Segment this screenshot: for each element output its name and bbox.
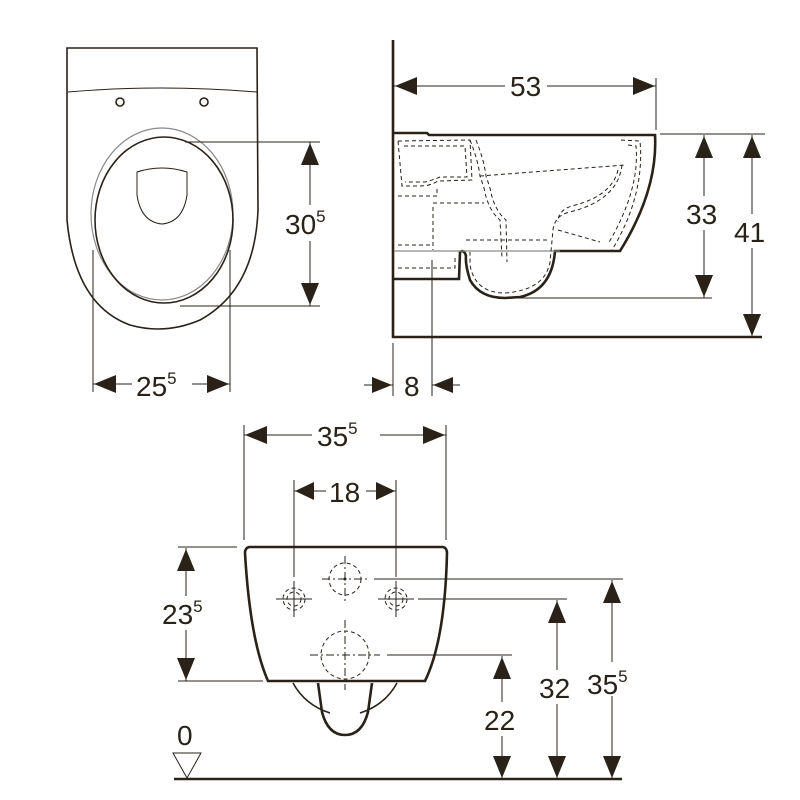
- bolt-hole-right-icon: [378, 581, 414, 617]
- dim-bolt-height: 32: [539, 673, 570, 704]
- dim-rear-width: 355: [317, 419, 358, 452]
- seat-opening: [94, 136, 234, 304]
- dim-depth: 53: [510, 71, 541, 102]
- hinge-hole-right-icon: [199, 97, 209, 107]
- arrow-down-icon: [493, 756, 511, 778]
- arrow-up-icon: [548, 601, 566, 623]
- arrow-right-icon: [207, 375, 229, 393]
- arrow-left-icon: [395, 77, 417, 95]
- dim-bowl-height: 33: [686, 199, 717, 230]
- toilet-top-outline: [66, 47, 259, 330]
- tank-edge: [67, 87, 258, 93]
- arrow-up-icon: [177, 549, 195, 571]
- arrow-up-icon: [695, 136, 713, 158]
- hidden-lines: [397, 139, 642, 294]
- arrow-up-icon: [603, 581, 621, 603]
- dim-body-height: 235: [162, 597, 203, 630]
- bowl-outlet: [136, 167, 188, 225]
- arrow-left-icon: [94, 375, 116, 393]
- arrow-up-icon: [301, 143, 319, 165]
- arrow-up-icon: [493, 657, 511, 679]
- rear-view: 355 18 235 22 32: [160, 418, 649, 781]
- arrow-down-icon: [743, 314, 761, 336]
- floor-level-triangle-icon: [172, 752, 202, 780]
- arrow-down-icon: [177, 658, 195, 680]
- dim-total-height: 41: [734, 217, 765, 248]
- waste-outlet-icon: [310, 620, 380, 690]
- arrow-down-icon: [301, 283, 319, 305]
- dim-seat-length: 305: [285, 207, 326, 240]
- dim-outlet-height: 22: [484, 705, 515, 736]
- arrow-down-icon: [695, 275, 713, 297]
- arrow-down-icon: [603, 756, 621, 778]
- toilet-rear-outline: [243, 545, 449, 683]
- dim-seat-width: 255: [136, 369, 177, 402]
- dim-wall-offset: 8: [404, 371, 420, 402]
- foot-left: [292, 682, 331, 714]
- floor-level-label: 0: [177, 720, 193, 751]
- side-view: 53 33 41 8: [364, 40, 772, 402]
- arrow-down-icon: [548, 756, 566, 778]
- dim-inlet-height: 355: [587, 667, 628, 700]
- dim-bolt-spacing: 18: [329, 477, 360, 508]
- arrow-right-icon: [423, 426, 445, 444]
- foot-right: [359, 682, 398, 714]
- arrow-right-icon: [376, 482, 395, 500]
- water-inlet-icon: [322, 556, 368, 602]
- outlet-trap: [316, 682, 374, 737]
- top-view: 305 255: [66, 47, 338, 402]
- arrow-right-icon: [633, 77, 655, 95]
- arrow-left-icon: [433, 377, 453, 393]
- arrow-right-icon: [372, 377, 392, 393]
- hinge-hole-left-icon: [115, 97, 125, 107]
- bolt-hole-left-icon: [276, 581, 312, 617]
- arrow-up-icon: [743, 136, 761, 158]
- arrow-left-icon: [245, 426, 267, 444]
- arrow-left-icon: [295, 482, 314, 500]
